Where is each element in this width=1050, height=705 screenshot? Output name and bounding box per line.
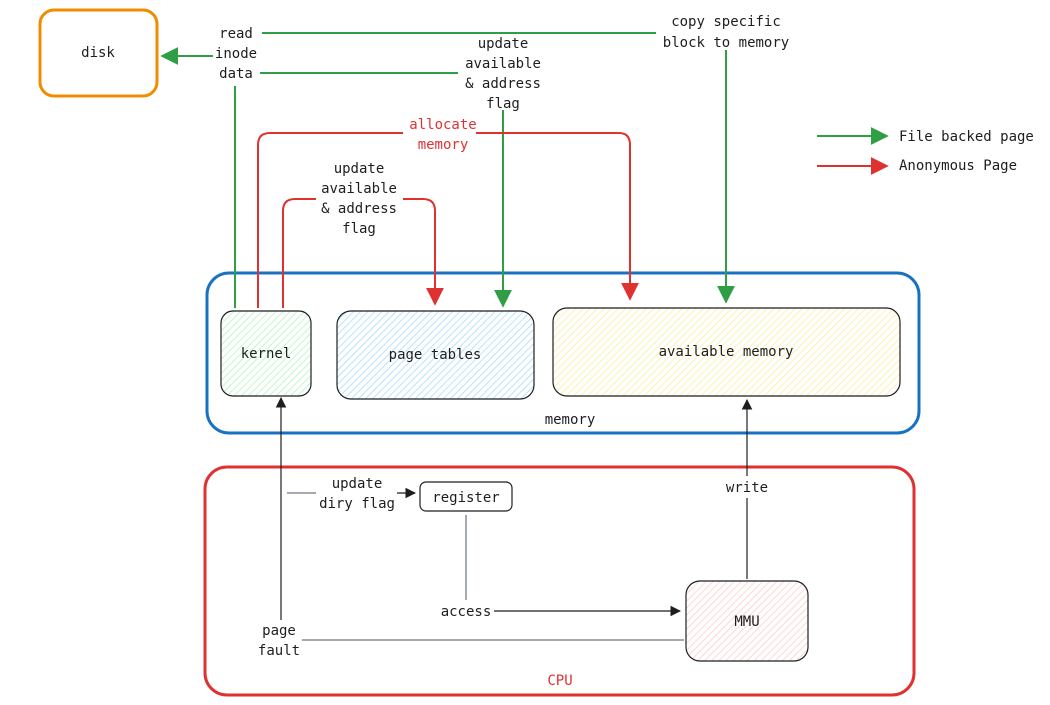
update-flag-to-page-tables-red-arrow <box>403 198 444 306</box>
svg-text:& address: & address <box>465 76 541 92</box>
kernel-to-update-flag-line <box>282 198 316 308</box>
disk-label: disk <box>81 45 115 61</box>
legend-item-file-backed: File backed page <box>817 127 1034 145</box>
kernel-to-allocate-line <box>257 132 403 308</box>
legend-file-backed-label: File backed page <box>899 129 1034 145</box>
mmu-node: MMU <box>685 580 809 662</box>
kernel-label: kernel <box>241 346 292 362</box>
write-label: write <box>726 480 768 496</box>
legend-anonymous-label: Anonymous Page <box>899 158 1017 174</box>
svg-text:flag: flag <box>342 221 376 237</box>
legend-item-anonymous: Anonymous Page <box>817 157 1017 175</box>
svg-text:inode: inode <box>215 46 257 62</box>
memory-label: memory <box>545 412 596 428</box>
register-label: register <box>432 490 499 506</box>
svg-text:read: read <box>219 26 253 42</box>
svg-text:memory: memory <box>418 137 469 153</box>
page-tables-node: page tables <box>336 310 535 400</box>
memory-container: memory <box>205 271 921 435</box>
svg-text:available: available <box>465 56 541 72</box>
page-tables-label: page tables <box>389 347 482 363</box>
page-fault-label: page fault <box>258 623 300 659</box>
read-inode-data-label: read inode data <box>215 26 257 82</box>
register-node: register <box>419 481 513 512</box>
update-flag-anon-label: update available & address flag <box>321 161 397 237</box>
svg-text:block to memory: block to memory <box>663 35 789 51</box>
cpu-label: CPU <box>547 673 572 689</box>
svg-text:& address: & address <box>321 201 397 217</box>
svg-text:update: update <box>332 476 383 492</box>
copy-block-label: copy specific block to memory <box>663 14 789 51</box>
svg-text:page: page <box>262 623 296 639</box>
svg-text:fault: fault <box>258 643 300 659</box>
svg-text:update: update <box>334 161 385 177</box>
kernel-node: kernel <box>220 310 312 397</box>
svg-text:copy specific: copy specific <box>671 14 781 30</box>
svg-text:update: update <box>478 36 529 52</box>
svg-text:diry flag: diry flag <box>319 496 395 512</box>
available-memory-label: available memory <box>659 344 794 360</box>
svg-text:flag: flag <box>486 96 520 112</box>
cpu-container: CPU <box>203 465 916 697</box>
access-label: access <box>441 604 492 620</box>
disk-node: disk <box>38 8 159 98</box>
svg-text:available: available <box>321 181 397 197</box>
mmu-label: MMU <box>734 614 759 630</box>
svg-text:data: data <box>219 66 253 82</box>
allocate-to-available-memory-arrow <box>476 132 639 301</box>
allocate-memory-label: allocate memory <box>409 117 476 153</box>
legend: File backed page Anonymous Page <box>817 127 1034 175</box>
available-memory-node: available memory <box>552 307 901 397</box>
update-dirty-flag-label: update diry flag <box>319 476 395 512</box>
svg-text:allocate: allocate <box>409 117 476 133</box>
update-flag-file-label: update available & address flag <box>465 36 541 112</box>
